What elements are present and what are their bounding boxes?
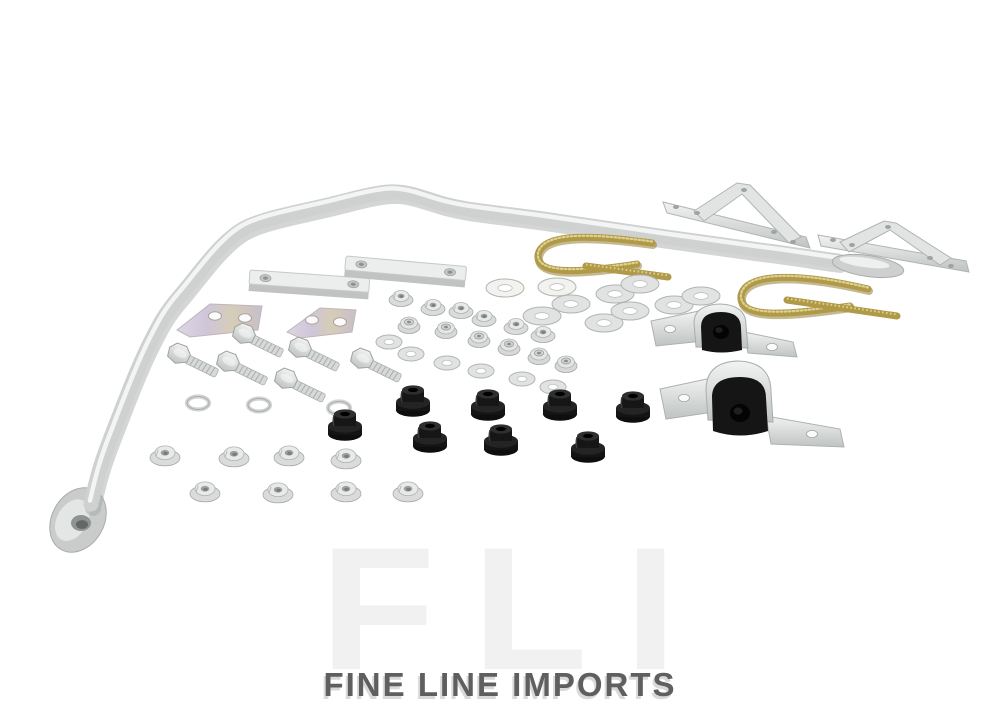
saddle-bracket-with-bushing: [659, 360, 845, 448]
nylock-nut: [554, 355, 578, 373]
spacer-block: [248, 269, 371, 300]
link-bushing: [571, 431, 605, 463]
flat-washer-large: [681, 286, 721, 306]
link-bushing: [616, 391, 650, 423]
parts-layer: [49, 182, 970, 553]
spring-washer: [184, 394, 212, 412]
flat-washer-small: [375, 334, 403, 350]
flat-washer-large: [485, 278, 525, 298]
watermark-monogram: FLI: [320, 512, 714, 707]
flat-washer-large: [551, 294, 591, 314]
link-bushing: [328, 409, 362, 441]
nylock-nut: [497, 338, 521, 356]
brand-wordmark: FINE LINE IMPORTS: [323, 666, 677, 703]
spring-washer: [245, 396, 273, 414]
nylock-nut: [397, 316, 421, 334]
flange-nut-large: [330, 448, 362, 470]
flange-nut-small: [471, 310, 497, 327]
saddle-bracket-with-bushing: [650, 303, 798, 358]
hex-bolt: [274, 367, 326, 403]
flat-washer-large: [522, 306, 562, 326]
flange-nut-large: [262, 482, 294, 504]
flat-washer-large: [584, 313, 624, 333]
nylock-nut: [434, 321, 458, 339]
flat-washer-small: [433, 355, 461, 371]
flange-nut-small: [530, 326, 556, 343]
link-bushing: [413, 421, 447, 453]
threaded-rod: [783, 296, 901, 320]
flat-washer-large: [620, 274, 660, 294]
nylock-nut: [527, 347, 551, 365]
flange-nut-small: [503, 318, 529, 335]
flat-washer-large: [654, 295, 694, 315]
flat-washer-large: [537, 277, 577, 297]
flange-nut-small: [420, 299, 446, 316]
flat-washer-small: [467, 363, 495, 379]
flat-washer-large: [610, 301, 650, 321]
hex-bolt: [288, 336, 340, 372]
sway-bar: [49, 184, 905, 553]
flange-nut-large: [149, 445, 181, 467]
hex-bolt: [232, 322, 284, 358]
threaded-rod: [582, 262, 672, 281]
hex-bolt: [216, 350, 268, 386]
link-bushing: [471, 389, 505, 421]
flange-nut-large: [392, 481, 424, 503]
flat-washer-small: [397, 346, 425, 362]
flange-nut-large: [273, 445, 305, 467]
hex-bolt: [350, 347, 402, 383]
hex-bolt: [167, 342, 219, 378]
flange-nut-small: [448, 302, 474, 319]
link-bushing: [396, 385, 430, 417]
nylock-nut: [467, 330, 491, 348]
wedge-plate: [286, 307, 357, 339]
support-bracket: [817, 220, 970, 273]
flat-washer-small: [508, 371, 536, 387]
flange-nut-large: [218, 446, 250, 468]
flange-nut-large: [189, 481, 221, 503]
link-bushing: [543, 389, 577, 421]
support-bracket: [662, 182, 811, 249]
link-bushing: [484, 424, 518, 456]
flange-nut-large: [330, 481, 362, 503]
u-bolt: [737, 273, 873, 320]
spacer-block: [344, 255, 467, 288]
flange-nut-small: [388, 290, 414, 307]
